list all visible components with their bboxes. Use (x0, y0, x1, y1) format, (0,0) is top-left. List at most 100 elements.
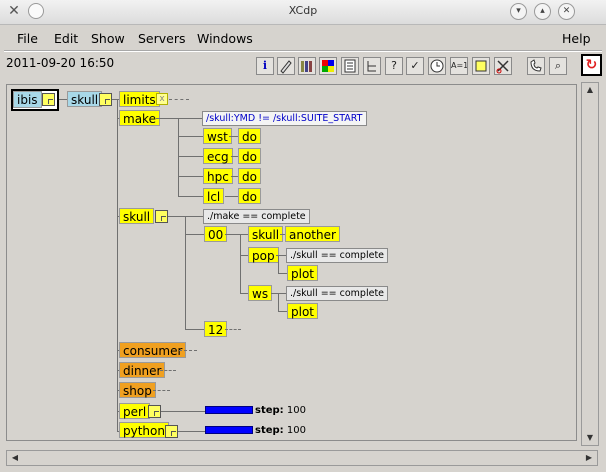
pop-node[interactable]: pop (248, 247, 279, 263)
dinner-node[interactable]: dinner (119, 362, 166, 378)
stop-icon[interactable]: ↻ (581, 54, 602, 76)
horizontal-scrollbar[interactable]: ◀ ▶ (6, 450, 598, 466)
clock-icon[interactable] (428, 57, 446, 75)
do-node[interactable]: do (238, 128, 261, 144)
make-node[interactable]: make (119, 110, 160, 126)
step-meter-label: step: 100 (255, 405, 306, 416)
search-icon[interactable]: ⌕ (549, 57, 567, 75)
info-icon[interactable]: i (256, 57, 274, 75)
minimize-button[interactable]: ▾ (510, 3, 527, 20)
note-icon[interactable] (472, 57, 490, 75)
do-node[interactable]: do (238, 148, 261, 164)
check-icon[interactable]: ✓ (406, 57, 424, 75)
scroll-right-icon[interactable]: ▶ (585, 453, 593, 462)
family-12-node[interactable]: 12 (204, 321, 228, 337)
note-icon[interactable] (165, 425, 178, 438)
tree-edge (117, 99, 118, 431)
pin-button[interactable] (28, 3, 44, 19)
server-node[interactable]: ibis (13, 91, 42, 108)
tree-edge (178, 176, 204, 177)
plot-node[interactable]: plot (287, 265, 318, 281)
scroll-left-icon[interactable]: ◀ (11, 453, 19, 462)
limit-icon: x (156, 93, 168, 105)
note-icon[interactable] (42, 93, 55, 106)
shop-node[interactable]: shop (119, 382, 156, 398)
variable-icon[interactable]: A=1 (450, 57, 468, 75)
tree-icon[interactable] (363, 57, 381, 75)
step-meter-label: step: 100 (255, 425, 306, 436)
tree-edge (278, 293, 279, 311)
books-icon[interactable] (298, 57, 316, 75)
suite-tree-canvas: ibis skull limits x make /skull:YMD != /… (6, 84, 577, 441)
tree-edge (225, 196, 239, 197)
tree-edge (178, 136, 204, 137)
ws-node[interactable]: ws (248, 285, 273, 301)
tree-edge (168, 216, 204, 217)
scissors-icon[interactable] (494, 57, 512, 75)
tree-edge (231, 156, 239, 157)
tree-edge (280, 234, 286, 235)
tree-edge (153, 390, 170, 391)
tree-edge (278, 273, 288, 274)
film-icon[interactable] (341, 57, 359, 75)
menu-help[interactable]: Help (562, 31, 591, 46)
ecg-node[interactable]: ecg (203, 148, 233, 164)
color-grid-icon[interactable] (319, 57, 337, 75)
skull-task-node[interactable]: skull (248, 226, 284, 242)
tree-edge (240, 293, 249, 294)
edit-icon[interactable] (277, 57, 295, 75)
plot-node[interactable]: plot (287, 303, 318, 319)
consumer-node[interactable]: consumer (119, 342, 187, 358)
scroll-down-icon[interactable]: ▼ (586, 433, 594, 442)
tree-edge (229, 136, 239, 137)
do-node[interactable]: do (238, 168, 261, 184)
phone-icon[interactable] (527, 57, 545, 75)
app-icon[interactable]: ✕ (8, 3, 20, 19)
menu-edit[interactable]: Edit (54, 31, 79, 46)
python-node[interactable]: python (119, 422, 169, 438)
menu-windows[interactable]: Windows (197, 31, 253, 46)
menu-bar: File Edit Show Servers Windows Help (0, 28, 606, 50)
another-node[interactable]: another (285, 226, 340, 242)
note-icon[interactable] (155, 210, 168, 223)
window-title: XCdp (288, 4, 318, 17)
trigger-label: ./skull == complete (286, 248, 389, 263)
tree-edge (278, 255, 279, 273)
lcl-node[interactable]: lcl (203, 188, 225, 204)
maximize-button[interactable]: ▴ (534, 3, 551, 20)
perl-node[interactable]: perl (119, 403, 151, 419)
date-display: 2011-09-20 16:50 (6, 56, 115, 70)
wst-node[interactable]: wst (203, 128, 232, 144)
tree-edge (169, 99, 189, 100)
menu-show[interactable]: Show (91, 31, 125, 46)
note-icon[interactable] (99, 93, 112, 106)
help-icon[interactable]: ? (385, 57, 403, 75)
tree-edge (240, 255, 249, 256)
scroll-up-icon[interactable]: ▲ (586, 85, 594, 94)
menu-file[interactable]: File (17, 31, 38, 46)
tree-edge (278, 311, 288, 312)
close-button[interactable]: ✕ (558, 3, 575, 20)
skull-family-node[interactable]: skull (119, 208, 155, 224)
menu-servers[interactable]: Servers (138, 31, 186, 46)
tree-edge (160, 370, 176, 371)
trigger-label: ./skull == complete (286, 286, 389, 301)
hpc-node[interactable]: hpc (203, 168, 233, 184)
note-icon[interactable] (148, 405, 161, 418)
do-node[interactable]: do (238, 188, 261, 204)
tree-edge (240, 234, 241, 293)
tree-edge (59, 99, 67, 100)
tree-edge (185, 329, 205, 330)
tree-edge (112, 99, 121, 100)
trigger-label: /skull:YMD != /skull:SUITE_START (202, 111, 367, 126)
tree-edge (231, 176, 239, 177)
tree-edge (178, 156, 204, 157)
tree-edge (271, 293, 288, 294)
tree-edge (178, 118, 179, 196)
tree-edge (185, 216, 186, 329)
suite-node[interactable]: skull (67, 91, 103, 107)
limits-node[interactable]: limits (119, 91, 160, 107)
vertical-scrollbar[interactable]: ▲ ▼ (581, 82, 599, 446)
family-00-node[interactable]: 00 (204, 226, 228, 242)
tree-edge (276, 255, 288, 256)
